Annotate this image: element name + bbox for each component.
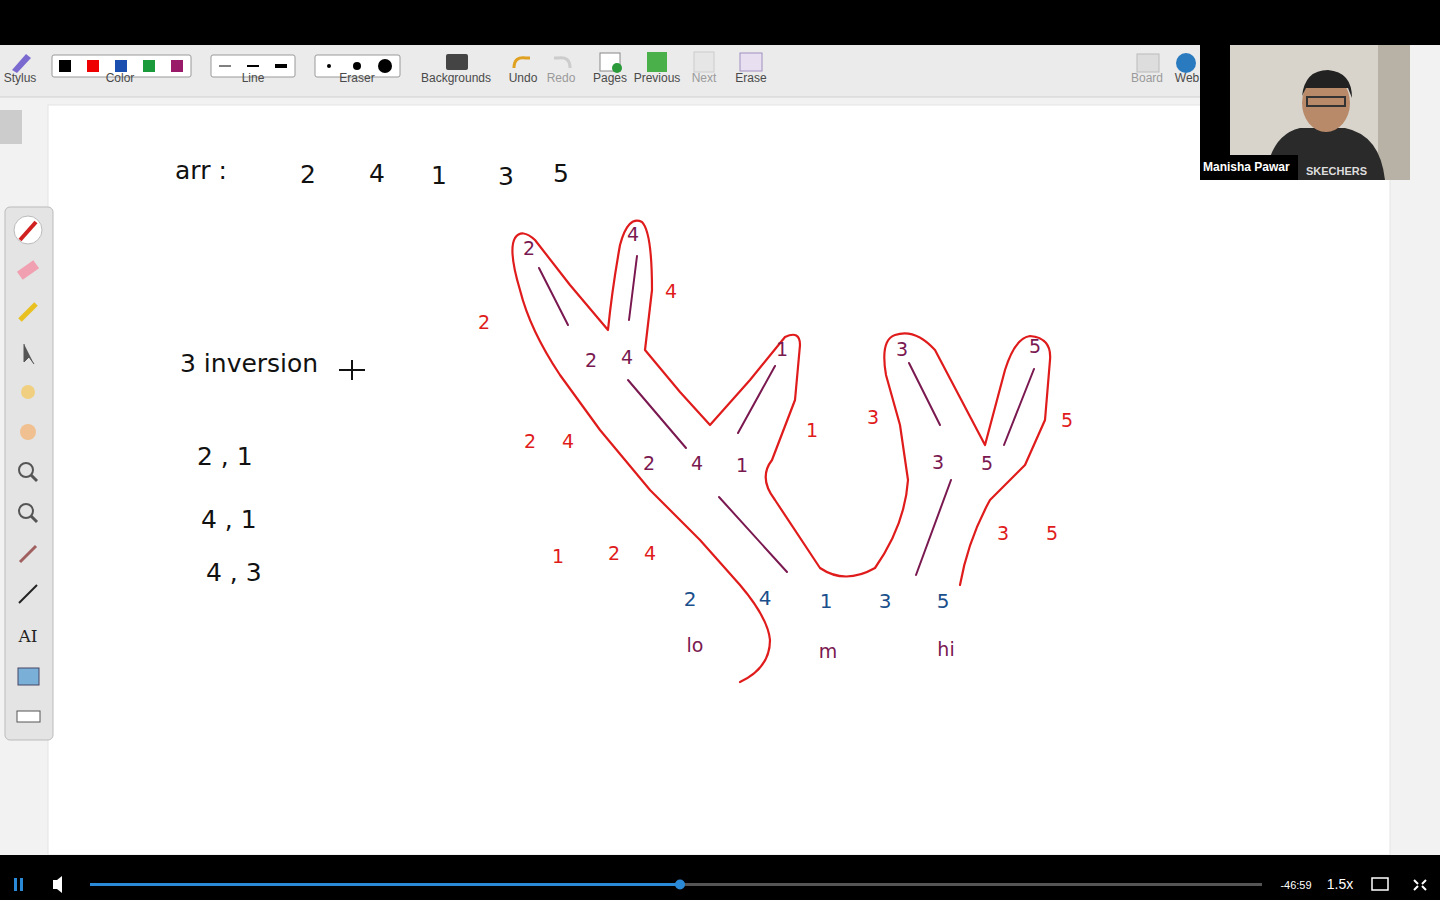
merged-value: 4 [562, 431, 574, 452]
merged-value: 3 [997, 523, 1009, 544]
tool-label: Next [692, 72, 717, 85]
merged-value: 4 [665, 281, 677, 302]
tool-icon-text: AI [19, 627, 38, 646]
tool-label: Previous [634, 72, 681, 85]
merged-value: 3 [867, 407, 879, 428]
tool-label: Redo [547, 72, 576, 85]
merged-value: 4 [644, 543, 656, 564]
tree-value: 4 [621, 347, 633, 368]
tree-value: 2 [523, 238, 535, 259]
tree-value: 1 [776, 339, 788, 360]
array-value: 4 [369, 160, 385, 188]
base-value: 1 [820, 590, 833, 612]
tool-label: Stylus [4, 72, 37, 85]
merged-value: 5 [1061, 410, 1073, 431]
base-value: 5 [937, 590, 950, 612]
tool-label: Backgrounds [421, 72, 491, 85]
presenter-name: Manisha Pawar [1203, 161, 1290, 174]
pointer-name: hi [937, 639, 954, 660]
array-value: 2 [300, 161, 316, 189]
inversion-pair: 4 , 3 [206, 559, 262, 587]
tool-label: Undo [509, 72, 538, 85]
merged-value: 5 [1046, 523, 1058, 544]
tool-label: Web [1175, 72, 1199, 85]
tree-value: 3 [896, 339, 908, 360]
playback-speed: 1.5x [1327, 877, 1353, 892]
tree-value: 3 [932, 452, 944, 473]
tree-value: 2 [585, 350, 597, 371]
array-heading: arr : [175, 157, 227, 185]
inversion-pair: 4 , 1 [201, 506, 257, 534]
merged-value: 2 [524, 431, 536, 452]
inversion-count: 3 inversion [180, 350, 318, 378]
time-remaining: -46:59 [1280, 879, 1311, 891]
array-value: 5 [553, 160, 569, 188]
tree-value: 2 [643, 453, 655, 474]
tree-value: 1 [736, 455, 748, 476]
tool-label: Line [242, 72, 265, 85]
tool-label: Eraser [339, 72, 374, 85]
tool-label: Pages [593, 72, 627, 85]
shirt-print: SKECHERS [1306, 165, 1367, 177]
pointer-name: m [819, 641, 838, 662]
tree-value: 4 [627, 224, 639, 245]
base-value: 3 [879, 590, 892, 612]
base-value: 4 [759, 587, 772, 609]
merged-value: 1 [552, 546, 564, 567]
pointer-name: lo [687, 635, 704, 656]
array-value: 1 [431, 162, 447, 190]
inversion-pair: 2 , 1 [197, 443, 253, 471]
merged-value: 1 [806, 420, 818, 441]
array-value: 3 [498, 163, 514, 191]
base-value: 2 [684, 588, 697, 610]
merged-value: 2 [608, 543, 620, 564]
tool-label: Board [1131, 72, 1163, 85]
tool-label: Color [106, 72, 135, 85]
tree-value: 5 [981, 453, 993, 474]
merged-value: 2 [478, 312, 490, 333]
tree-value: 4 [691, 453, 703, 474]
tool-label: Erase [735, 72, 766, 85]
tree-value: 5 [1029, 336, 1041, 357]
